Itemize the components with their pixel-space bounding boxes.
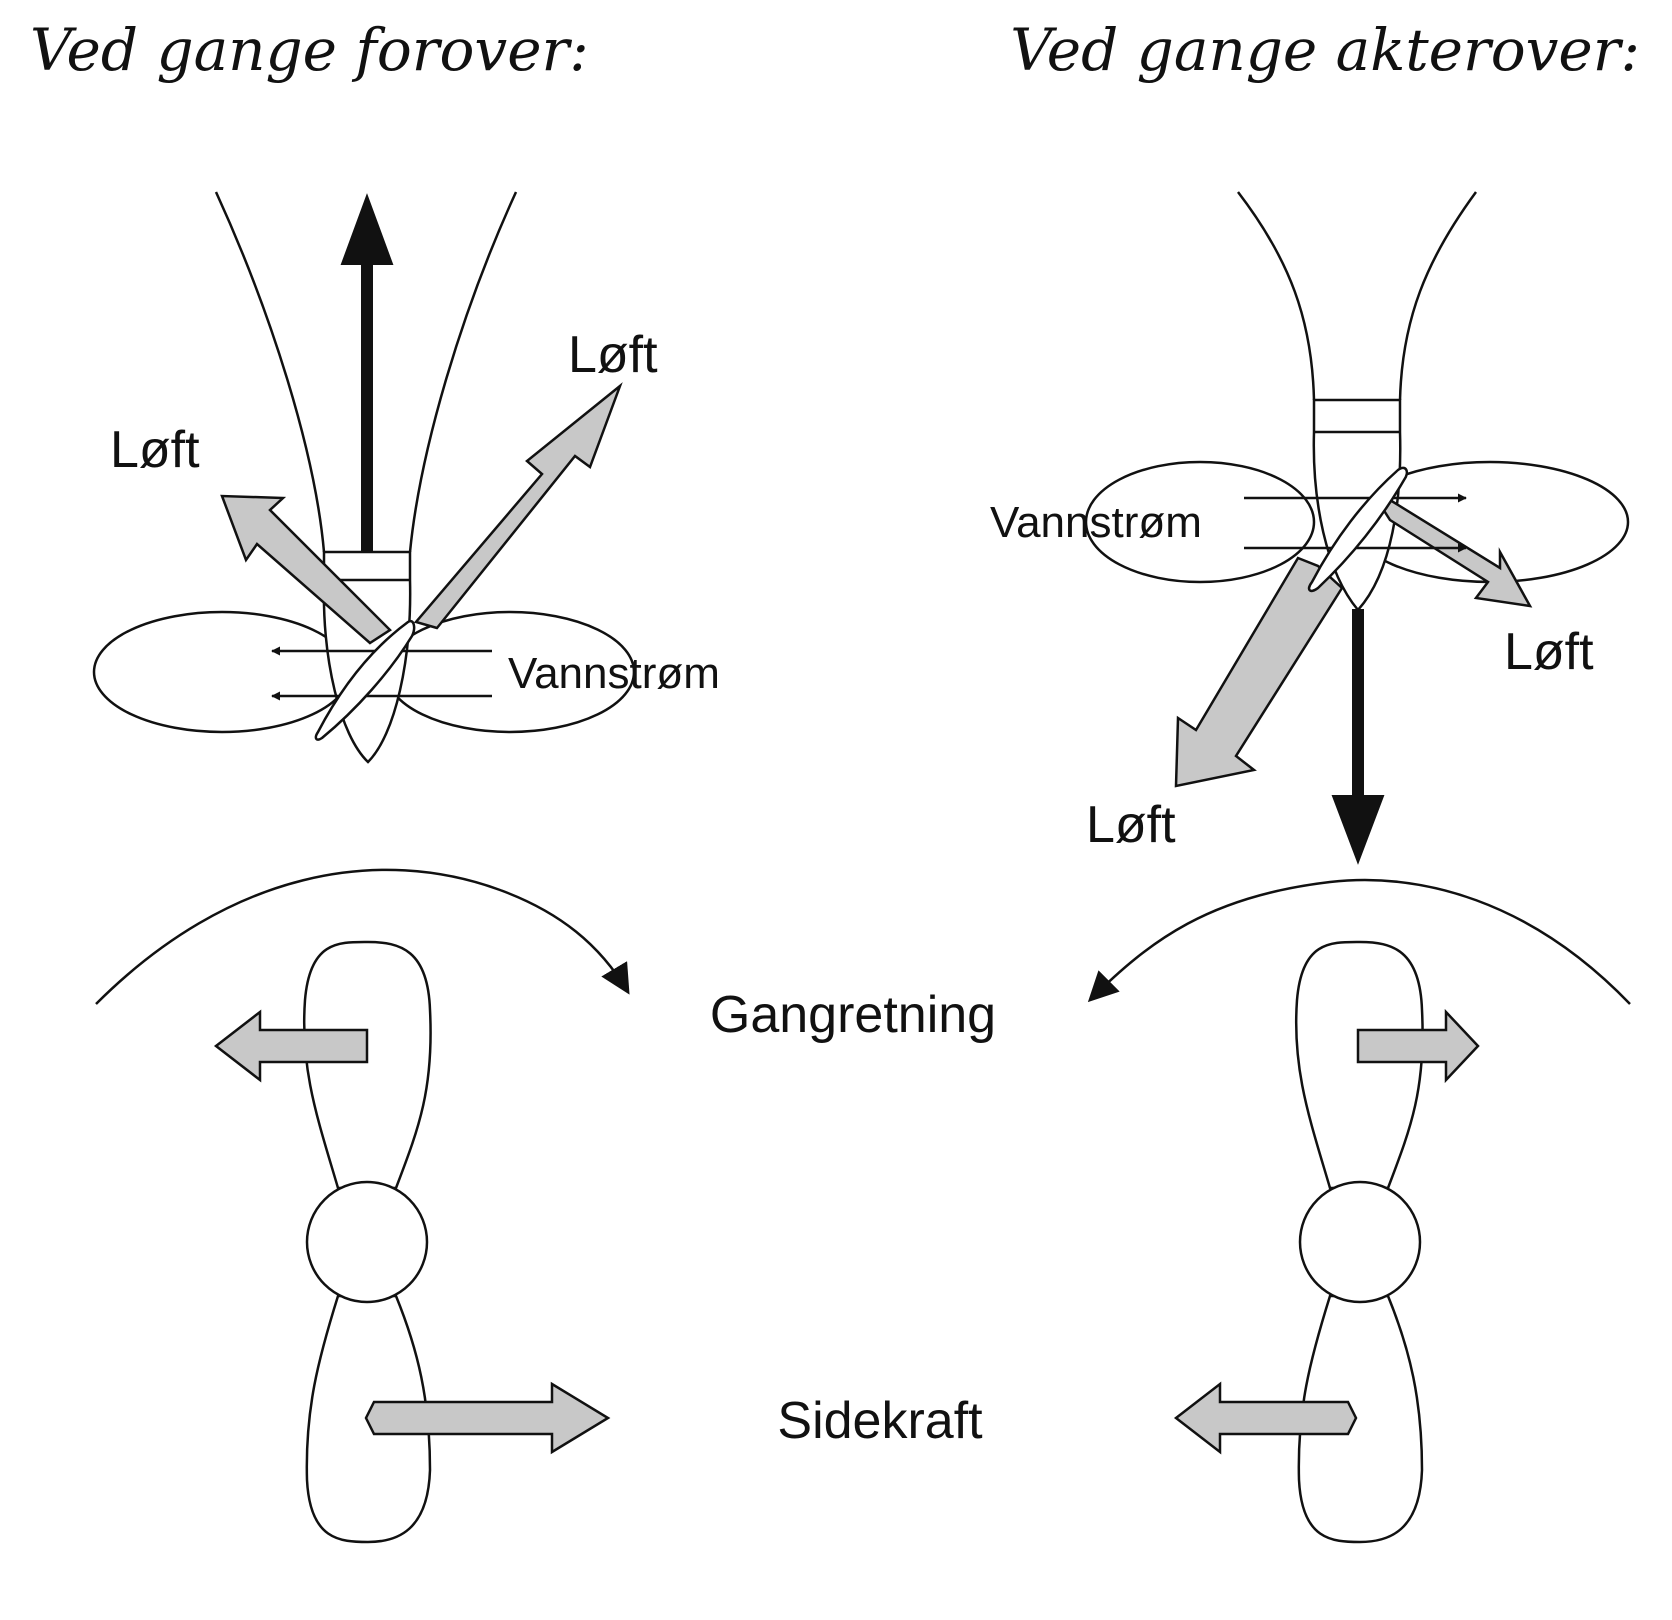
- hub-reverse: [1298, 1180, 1422, 1304]
- side-force-arrow-bottom-reverse: [1173, 1381, 1358, 1455]
- lift-label-right: Løft: [568, 326, 658, 384]
- lift-arrow-down-left: [1174, 556, 1344, 788]
- propeller-front-reverse: [1294, 940, 1424, 1544]
- lift-label-reverse-left: Løft: [1086, 796, 1176, 854]
- rotation-arrow-forward: [95, 868, 630, 1005]
- direction-label: Gangretning: [710, 986, 996, 1044]
- thrust-arrow-forward: [340, 193, 394, 553]
- thrust-arrow-reverse: [1331, 609, 1385, 865]
- water-flow-label-reverse: Vannstrøm: [990, 498, 1202, 547]
- lift-arrow-left: [220, 494, 392, 645]
- title-forward: Ved gange forover:: [30, 16, 589, 84]
- hull-line-right: [408, 191, 518, 553]
- lift-label-reverse-right: Løft: [1504, 623, 1594, 681]
- blade-top-reverse: [1294, 940, 1424, 1190]
- hull-line-right-reverse: [1398, 191, 1478, 401]
- hull-line-left-reverse: [1237, 191, 1316, 401]
- side-force-label: Sidekraft: [777, 1392, 983, 1450]
- hull-line-left: [214, 191, 326, 553]
- blade-section-reverse: [1307, 466, 1409, 593]
- hub-forward: [305, 1180, 429, 1304]
- thrust-arrow-shaft: [361, 261, 373, 553]
- side-force-arrow-top-forward: [213, 1009, 369, 1083]
- lift-arrow-down-right: [1373, 496, 1533, 608]
- blade-top-forward: [302, 940, 432, 1190]
- propeller-blade-left-reverse: [1084, 460, 1316, 584]
- thrust-arrow-shaft-reverse: [1352, 609, 1364, 799]
- title-reverse: Ved gange akterover:: [1010, 16, 1640, 84]
- lift-arrow-right-full: [413, 382, 623, 630]
- water-flow-label-forward: Vannstrøm: [508, 649, 720, 698]
- blade-section-forward: [314, 619, 416, 741]
- side-force-arrow-top-reverse: [1356, 1008, 1480, 1084]
- lift-label-left: Løft: [110, 421, 200, 479]
- propeller-blade-left: [92, 610, 352, 734]
- thrust-arrow-head-reverse: [1331, 795, 1385, 865]
- side-force-arrow-bottom-forward: [364, 1381, 611, 1455]
- rotation-arrow-reverse: [1087, 878, 1631, 1005]
- thrust-arrow-head: [340, 193, 394, 265]
